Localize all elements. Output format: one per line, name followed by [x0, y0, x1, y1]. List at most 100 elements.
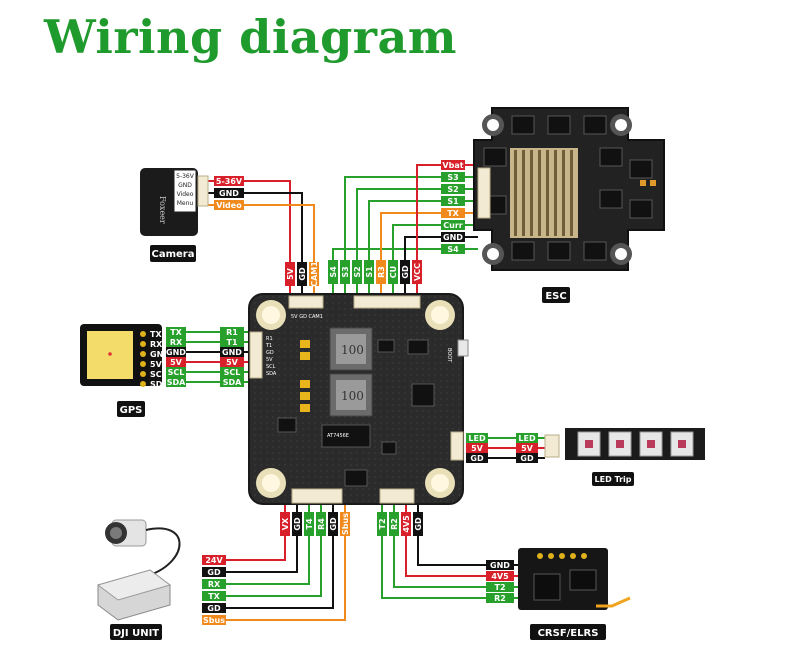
led-strip-pin-tag: 5V: [516, 443, 538, 453]
camera-wire-tag-text: Video: [216, 201, 242, 210]
camera-wire-tag-bg: [214, 200, 244, 210]
esc-busbar-stripe: [554, 150, 557, 236]
gps-wire-tag: 5V: [166, 357, 186, 367]
fc-camera-pin-tag: GD: [297, 262, 307, 286]
capacitor: [300, 340, 310, 348]
fc-esc-pin-tag-text: S2: [353, 266, 362, 277]
fc-dji-pin-tag-bg: [328, 512, 338, 536]
gps-pin-label: TX: [150, 330, 162, 339]
receiver-pad: [570, 553, 576, 559]
led-strip-pin-tag-bg: [516, 433, 538, 443]
fc-camera-pin-tag-text: GD: [298, 267, 307, 281]
fc-left-pad-label: GD: [266, 350, 274, 356]
esc-connector: [477, 167, 491, 219]
camera-label-badge: [150, 245, 196, 262]
fc-gps-pin-tag-text: SCL: [224, 368, 241, 377]
led-chip: [647, 440, 655, 448]
camera-wire-tag-bg: [214, 188, 244, 198]
led-label: LED Trip: [595, 475, 632, 484]
camera-brand: Foxeer: [158, 196, 167, 224]
fc-esc-pin-tag-text: R3: [377, 266, 386, 278]
inductor-2: 100: [329, 373, 373, 417]
receiver-pad: [548, 553, 554, 559]
fc-camera-pin-tag-bg: [297, 262, 307, 286]
esc-wire-tag-bg: [441, 244, 465, 254]
crsf-wire-tag: T2: [486, 582, 514, 592]
esc-mosfet: [511, 241, 535, 261]
capacitor: [300, 380, 310, 388]
esc-wire: [332, 248, 441, 260]
dji-label-badge: [110, 624, 162, 640]
fc-dji-pin-tag: Sbus: [340, 512, 350, 536]
esc-busbar-stripe: [538, 150, 541, 236]
small-chip: [277, 417, 297, 433]
esc-wire-tag-text: Curr: [443, 221, 463, 230]
small-chip: [344, 469, 368, 487]
led-strip-pin-tag-bg: [516, 453, 538, 463]
esc-mosfet: [599, 147, 623, 167]
fc-crsf-pin-tag-text: GD: [414, 517, 423, 531]
esc-wire-tag: S4: [441, 244, 465, 254]
esc-wire-tag-text: S4: [447, 245, 459, 254]
esc-wire-tag-text: Vbat: [442, 161, 463, 170]
small-chip: [381, 441, 397, 455]
gps-pin-label: SDA: [150, 380, 169, 389]
gps-wire-tag: SCL: [166, 367, 186, 377]
dji-wire-tag-text: GD: [207, 604, 221, 613]
crsf-wire-tag-bg: [486, 560, 514, 570]
camera-wire: [244, 204, 315, 262]
fc-crsf-pin-tag-text: 4V5: [402, 515, 411, 533]
receiver-pad: [537, 553, 543, 559]
boot-label: BOOT: [446, 348, 452, 363]
gps-pin-label: SCL: [150, 370, 167, 379]
fc-left-pad-label: T1: [265, 343, 272, 349]
esc-wire: [356, 188, 441, 260]
fc-crsf-pin-tag-bg: [413, 512, 423, 536]
camera-pin-label: 5-36V: [176, 173, 195, 180]
fc-esc-pin-tag-bg: [400, 260, 410, 284]
fc-crsf-pin-tag: 4V5: [401, 512, 411, 536]
fc-top-connector-esc: [353, 295, 421, 309]
led-chip: [585, 440, 593, 448]
fc-dji-pin-tag-text: R4: [317, 518, 326, 530]
fc-dji-pin-tag-text: Sbus: [341, 513, 350, 535]
camera-wire-tag-text: GND: [219, 189, 239, 198]
fc-gps-pin-tag-text: 5V: [226, 358, 239, 367]
fc-gps-pin-tag-bg: [220, 347, 244, 357]
fc-crsf-pin-tag: R2: [389, 512, 399, 536]
esc-wire-tag-bg: [441, 232, 465, 242]
crsf-wire: [381, 536, 486, 599]
led-strip-pin-tag: LED: [516, 433, 538, 443]
dji-label: DJI UNIT: [113, 628, 159, 639]
fc-camera-pin-tag: 5V: [285, 262, 295, 286]
fc-bottom-connector-crsf: [379, 488, 415, 504]
inductor-1: 100: [329, 327, 373, 371]
esc-wire: [416, 164, 441, 260]
gps-wire-tag-bg: [166, 337, 186, 347]
fc-esc-pin-tag-bg: [412, 260, 422, 284]
dji-wire-tag: GD: [202, 603, 226, 613]
fc-dji-pin-tag-bg: [340, 512, 350, 536]
dji-wire: [226, 536, 286, 561]
dji-wire: [226, 536, 322, 597]
fc-crsf-pin-tag-text: R2: [390, 518, 399, 530]
fc-esc-pin-tag-bg: [388, 260, 398, 284]
esc-wire: [392, 224, 441, 260]
fc-crsf-pin-tag: T2: [377, 512, 387, 536]
esc-busbar-stripe: [546, 150, 549, 236]
crsf-label: CRSF/ELRS: [538, 628, 599, 639]
fc-esc-pin-tag: GD: [400, 260, 410, 284]
esc-wire-tag-text: S1: [447, 197, 459, 206]
fc-gps-pin-tag: GND: [220, 347, 244, 357]
fc-led-pin-tag-bg: [466, 453, 488, 463]
gps-wire-tag: TX: [166, 327, 186, 337]
esc-mosfet: [483, 147, 507, 167]
crsf-wire: [417, 536, 486, 566]
esc-wire-tag: GND: [441, 232, 465, 242]
receiver-antenna: [596, 596, 631, 608]
fc-camera-pin-tag-bg: [309, 262, 319, 286]
fc-dji-pin-tag: GD: [328, 512, 338, 536]
fc-led-pin-tag: GD: [466, 453, 488, 463]
fc-led-pin-tag-text: LED: [468, 434, 486, 443]
